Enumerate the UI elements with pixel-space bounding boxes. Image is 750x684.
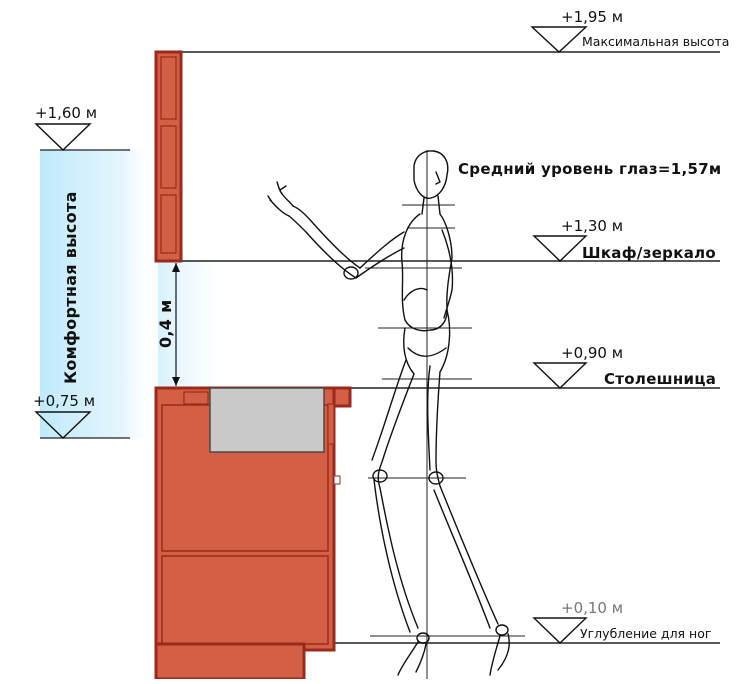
counter-label: Столешница	[604, 370, 716, 388]
wall-cabinet	[154, 50, 183, 263]
sink	[209, 387, 325, 453]
max-height-value: +1,95 м	[561, 8, 623, 26]
toe-label: Углубление для ног	[580, 626, 711, 641]
comfort-zone	[40, 150, 158, 438]
counter-value: +0,90 м	[561, 344, 623, 362]
toe-marker-icon	[532, 617, 588, 644]
comfort-zone-extension	[158, 260, 238, 390]
comfort-zone-label: Комфортная высота	[61, 191, 80, 384]
max-height-label: Максимальная высота	[582, 34, 729, 49]
max-height-marker-icon	[530, 26, 588, 53]
comfort-bottom-value: +0,75 м	[33, 392, 95, 410]
cabinet-label: Шкаф/зеркало	[582, 244, 716, 262]
human-figure	[267, 150, 510, 676]
cabinet-value: +1,30 м	[561, 217, 623, 235]
gap-arrow-down-icon	[172, 377, 180, 386]
counter-marker-icon	[532, 362, 588, 389]
toe-value: +0,10 м	[561, 599, 623, 617]
gap-arrow-up-icon	[172, 263, 180, 272]
comfort-bottom-marker-icon	[34, 411, 92, 439]
cabinet-marker-icon	[532, 235, 588, 262]
eye-level-label: Средний уровень глаз=1,57м	[458, 160, 722, 178]
gap-label: 0,4 м	[156, 300, 175, 349]
comfort-top-marker-icon	[34, 123, 92, 151]
figure-guides	[365, 150, 525, 679]
comfort-top-value: +1,60 м	[35, 104, 97, 122]
